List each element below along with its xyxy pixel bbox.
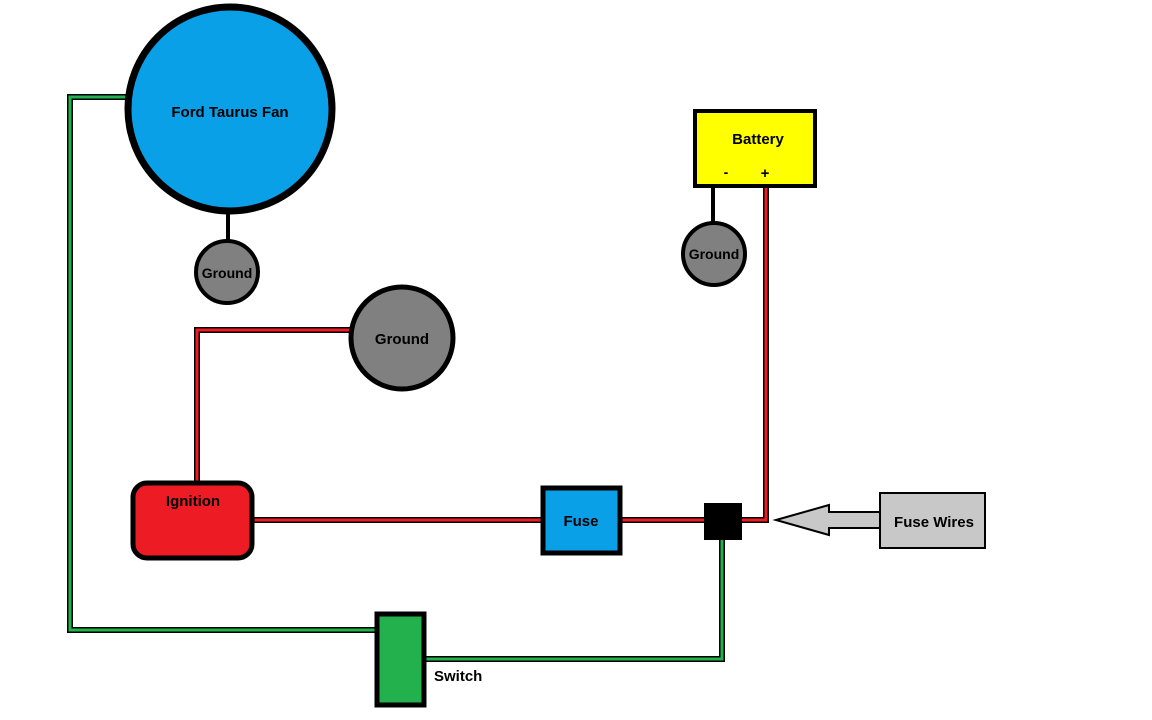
fuse-wires-label: Fuse Wires	[894, 514, 974, 531]
fan-label: Ford Taurus Fan	[171, 104, 288, 121]
wire-green-fan-to-switch-core	[68, 95, 380, 632]
ignition-box	[130, 480, 255, 561]
fan-circle	[124, 3, 336, 215]
battery-negative-terminal: -	[724, 164, 729, 180]
ignition-ground-label: Ground	[375, 331, 429, 348]
fuse-label: Fuse	[563, 513, 598, 530]
wire-red-junction-to-battery-core	[742, 186, 768, 522]
ignition-label: Ignition	[166, 493, 220, 510]
arrow-left-icon	[772, 503, 883, 537]
switch-box	[374, 611, 427, 708]
wire-red-ground-to-ignition-core	[195, 328, 352, 484]
switch-label: Switch	[434, 668, 482, 685]
fan-ground-label: Ground	[202, 265, 253, 281]
wire-red-junction-to-battery	[742, 186, 769, 523]
wire-red-ground-to-ignition	[194, 327, 352, 484]
fuse-box	[540, 485, 623, 556]
wire-green-switch-to-junction-core	[424, 540, 724, 661]
battery-label: Battery	[732, 131, 784, 148]
battery-positive-terminal: +	[761, 165, 770, 182]
battery-ground-label: Ground	[689, 246, 740, 262]
ignition-ground-circle	[348, 284, 456, 392]
wire-green-switch-to-junction	[424, 540, 725, 662]
battery-ground-circle	[681, 221, 747, 287]
battery-box	[693, 109, 817, 188]
fuse-wires-box	[879, 492, 986, 549]
fan-ground-circle	[194, 239, 260, 305]
junction-block	[704, 503, 742, 540]
